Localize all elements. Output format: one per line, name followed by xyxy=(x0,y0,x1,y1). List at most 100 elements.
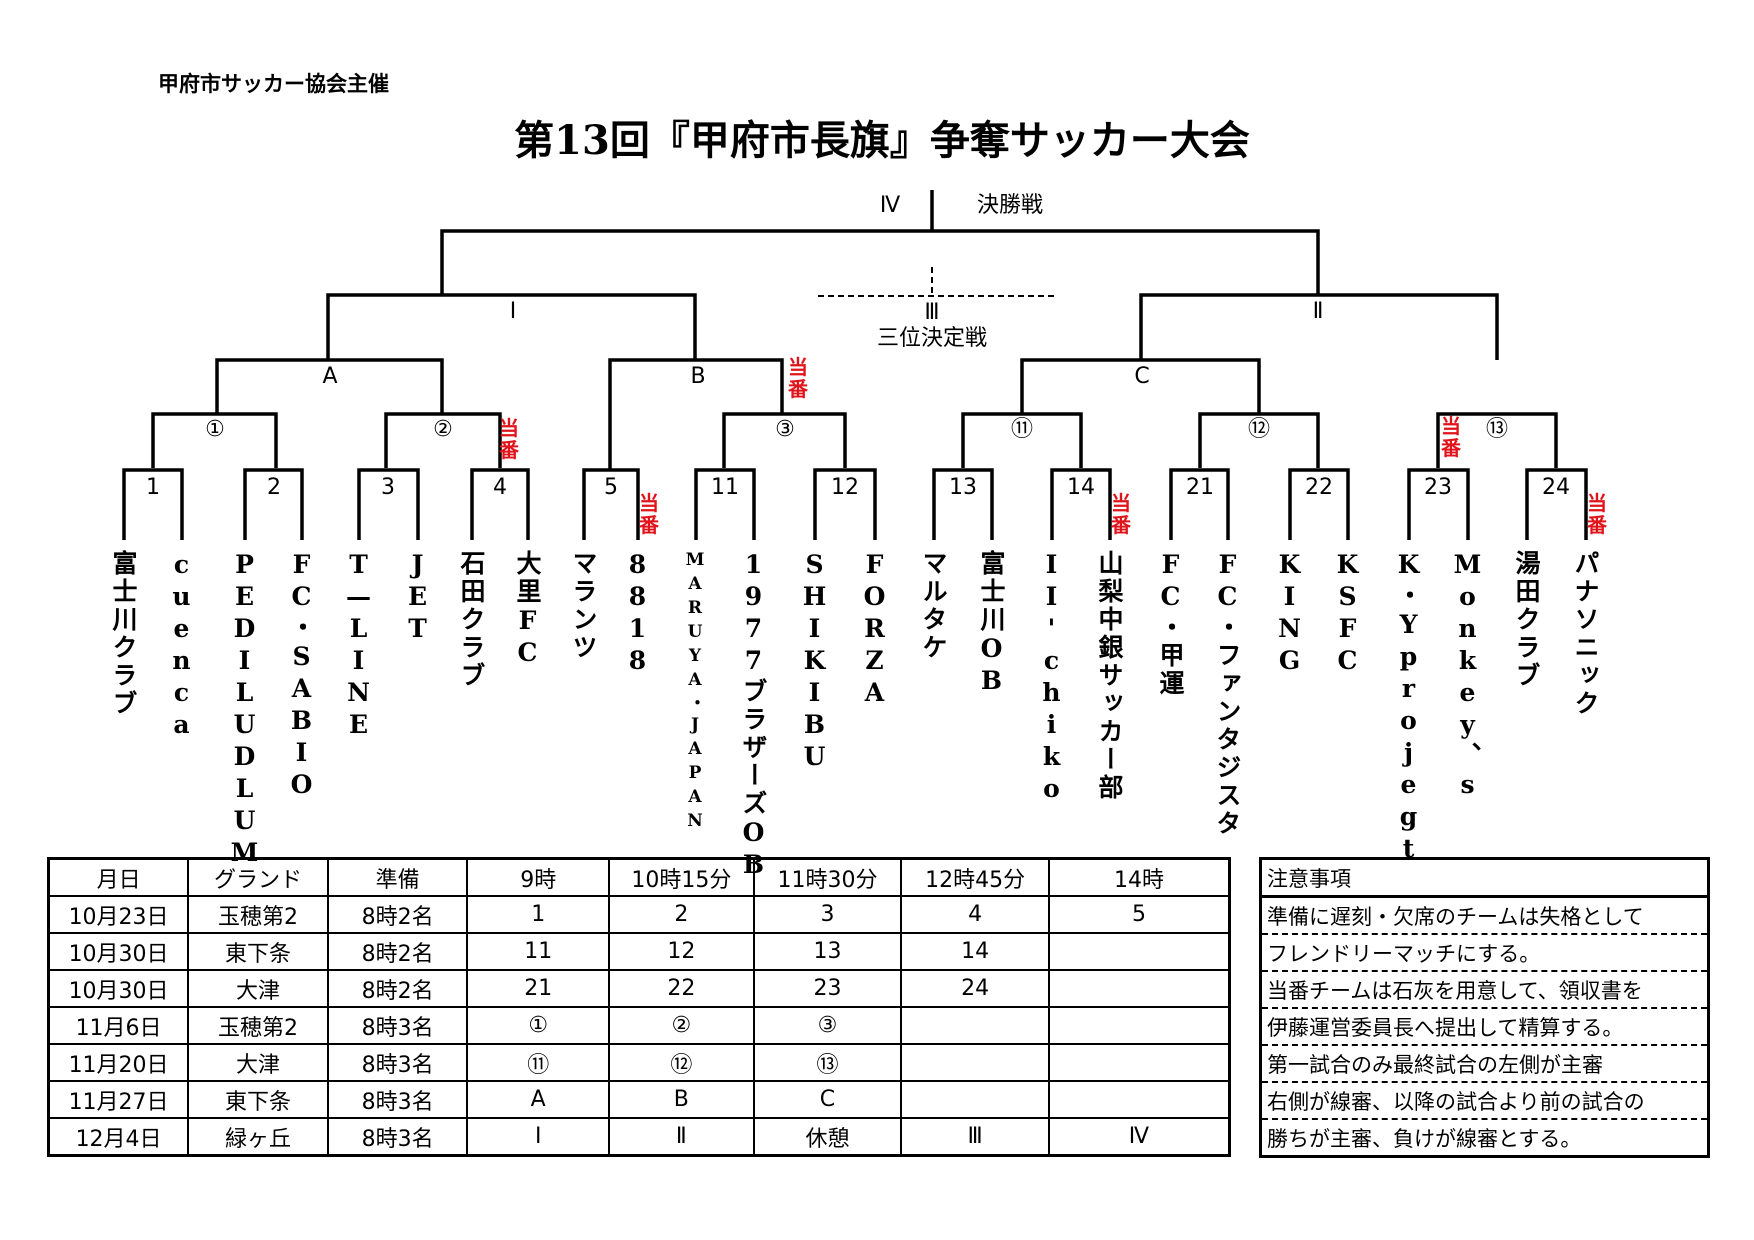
match-label-23: 23 xyxy=(1424,475,1452,500)
third-label: 三位決定戦 xyxy=(877,326,987,351)
match-label-5: 5 xyxy=(604,475,618,500)
round-1-label: ① xyxy=(205,417,225,442)
notes-line: 準備に遅刻・欠席のチームは失格として xyxy=(1260,896,1709,935)
table-cell: 玉穂第2 xyxy=(187,895,329,934)
table-cell xyxy=(1047,969,1231,1008)
table-cell: 8時3名 xyxy=(326,1043,469,1082)
schedule-header: 10時15分 xyxy=(608,857,755,897)
table-cell: ⑬ xyxy=(752,1043,903,1082)
schedule-header: 月日 xyxy=(47,857,190,897)
table-cell: 東下条 xyxy=(187,1080,329,1119)
table-cell xyxy=(1047,1043,1231,1082)
table-cell: 21 xyxy=(466,969,611,1008)
group-b-label: B xyxy=(690,364,705,389)
table-cell xyxy=(900,1043,1050,1082)
match-label-1: 1 xyxy=(146,475,160,500)
match-label-13: 13 xyxy=(949,475,977,500)
table-cell xyxy=(900,1006,1050,1045)
team-name: FC・SABIO xyxy=(287,550,316,802)
notes-title: 注意事項 xyxy=(1260,858,1709,898)
table-cell: 11月20日 xyxy=(47,1043,190,1082)
team-name: JET xyxy=(403,550,432,646)
table-cell: 東下条 xyxy=(187,932,329,971)
schedule-header: グランド xyxy=(187,857,329,897)
table-cell: ③ xyxy=(752,1006,903,1045)
table-row: 10月23日 玉穂第2 8時2名 1 2 3 4 5 xyxy=(47,895,1231,934)
team-name: cuenca xyxy=(167,550,196,742)
duty-marker: 当番 xyxy=(499,416,519,462)
schedule-table: 月日 グランド 準備 9時 10時15分 11時30分 12時45分 14時 1… xyxy=(47,857,1231,1157)
match-label-2: 2 xyxy=(267,475,281,500)
match-label-22: 22 xyxy=(1305,475,1333,500)
table-cell: 休憩 xyxy=(752,1117,903,1157)
schedule-header: 9時 xyxy=(466,857,611,897)
table-cell xyxy=(900,1080,1050,1119)
table-cell: Ⅳ xyxy=(1047,1117,1231,1157)
table-cell: 10月23日 xyxy=(47,895,190,934)
schedule-header: 準備 xyxy=(326,857,469,897)
table-cell: Ⅱ xyxy=(608,1117,755,1157)
team-name: KSFC xyxy=(1333,550,1362,678)
team-name: PEDILUDLUM xyxy=(230,550,259,870)
third-roman: Ⅲ xyxy=(924,300,939,325)
duty-marker: 当番 xyxy=(639,491,659,537)
table-cell: 大津 xyxy=(187,969,329,1008)
match-label-14: 14 xyxy=(1067,475,1095,500)
table-cell: 22 xyxy=(608,969,755,1008)
table-cell xyxy=(1047,932,1231,971)
table-cell: 14 xyxy=(900,932,1050,971)
match-label-11: 11 xyxy=(711,475,739,500)
notes-line: 伊藤運営委員長へ提出して精算する。 xyxy=(1260,1008,1709,1046)
round-11-label: ⑪ xyxy=(1011,417,1033,442)
team-name: 富士川クラブ xyxy=(109,550,138,718)
table-cell: ① xyxy=(466,1006,611,1045)
final-roman: Ⅳ xyxy=(880,193,901,218)
table-cell: 10月30日 xyxy=(47,932,190,971)
table-row: 10月30日 東下条 8時2名 11 12 13 14 xyxy=(47,932,1231,971)
third-place-lines xyxy=(818,267,1054,297)
table-cell: 24 xyxy=(900,969,1050,1008)
table-cell: 10月30日 xyxy=(47,969,190,1008)
team-name: FORZA xyxy=(860,550,889,710)
team-name: 山梨中銀サッカー部 xyxy=(1095,550,1124,802)
table-cell: 11月6日 xyxy=(47,1006,190,1045)
notes-line: 勝ちが主審、負けが線審とする。 xyxy=(1267,1126,1582,1151)
table-cell: 12月4日 xyxy=(47,1117,190,1157)
team-name: 湯田クラブ xyxy=(1512,550,1541,690)
table-cell: 5 xyxy=(1047,895,1231,934)
notes-box: 注意事項 準備に遅刻・欠席のチームは失格として フレンドリーマッチにする。 当番… xyxy=(1259,857,1710,1158)
table-row: 11月6日 玉穂第2 8時3名 ① ② ③ xyxy=(47,1006,1231,1045)
round-13-label: ⑬ xyxy=(1486,417,1508,442)
team-name: 8818 xyxy=(623,550,652,678)
semi-right-label: Ⅱ xyxy=(1313,299,1324,324)
notes-line: 当番チームは石灰を用意して、領収書を xyxy=(1260,971,1709,1009)
match-label-3: 3 xyxy=(381,475,395,500)
table-cell: 8時2名 xyxy=(326,895,469,934)
notes-line: 右側が線審、以降の試合より前の試合の xyxy=(1260,1082,1709,1120)
table-cell: 3 xyxy=(752,895,903,934)
team-name: マランツ xyxy=(569,550,598,662)
duty-marker: 当番 xyxy=(1441,414,1461,460)
team-name: 富士川OB xyxy=(977,550,1006,698)
table-cell: 8時2名 xyxy=(326,932,469,971)
team-name: SHIKIBU xyxy=(800,550,829,774)
table-cell: ⑫ xyxy=(608,1043,755,1082)
team-name: II'chiko xyxy=(1037,550,1066,806)
table-cell: Ⅲ xyxy=(900,1117,1050,1157)
page-title: 第13回『甲府市長旗』争奪サッカー大会 xyxy=(514,117,1250,164)
bracket-lines xyxy=(122,190,1588,540)
round-3-label: ③ xyxy=(775,417,795,442)
organizer-label: 甲府市サッカー協会主催 xyxy=(158,71,389,96)
semi-left-label: Ⅰ xyxy=(510,299,517,324)
schedule-header: 11時30分 xyxy=(752,857,903,897)
table-cell: 緑ヶ丘 xyxy=(187,1117,329,1157)
duty-marker: 当番 xyxy=(788,355,808,401)
table-cell: C xyxy=(752,1080,903,1119)
team-name: K・Yprojegt xyxy=(1394,550,1423,866)
team-name: Monkey、s xyxy=(1453,550,1482,802)
table-cell: 13 xyxy=(752,932,903,971)
table-row: 10月30日 大津 8時2名 21 22 23 24 xyxy=(47,969,1231,1008)
team-name: パナソニック xyxy=(1571,550,1600,718)
table-row: 11月27日 東下条 8時3名 A B C xyxy=(47,1080,1231,1119)
team-name: 1977ブラザーズOB xyxy=(739,550,768,882)
